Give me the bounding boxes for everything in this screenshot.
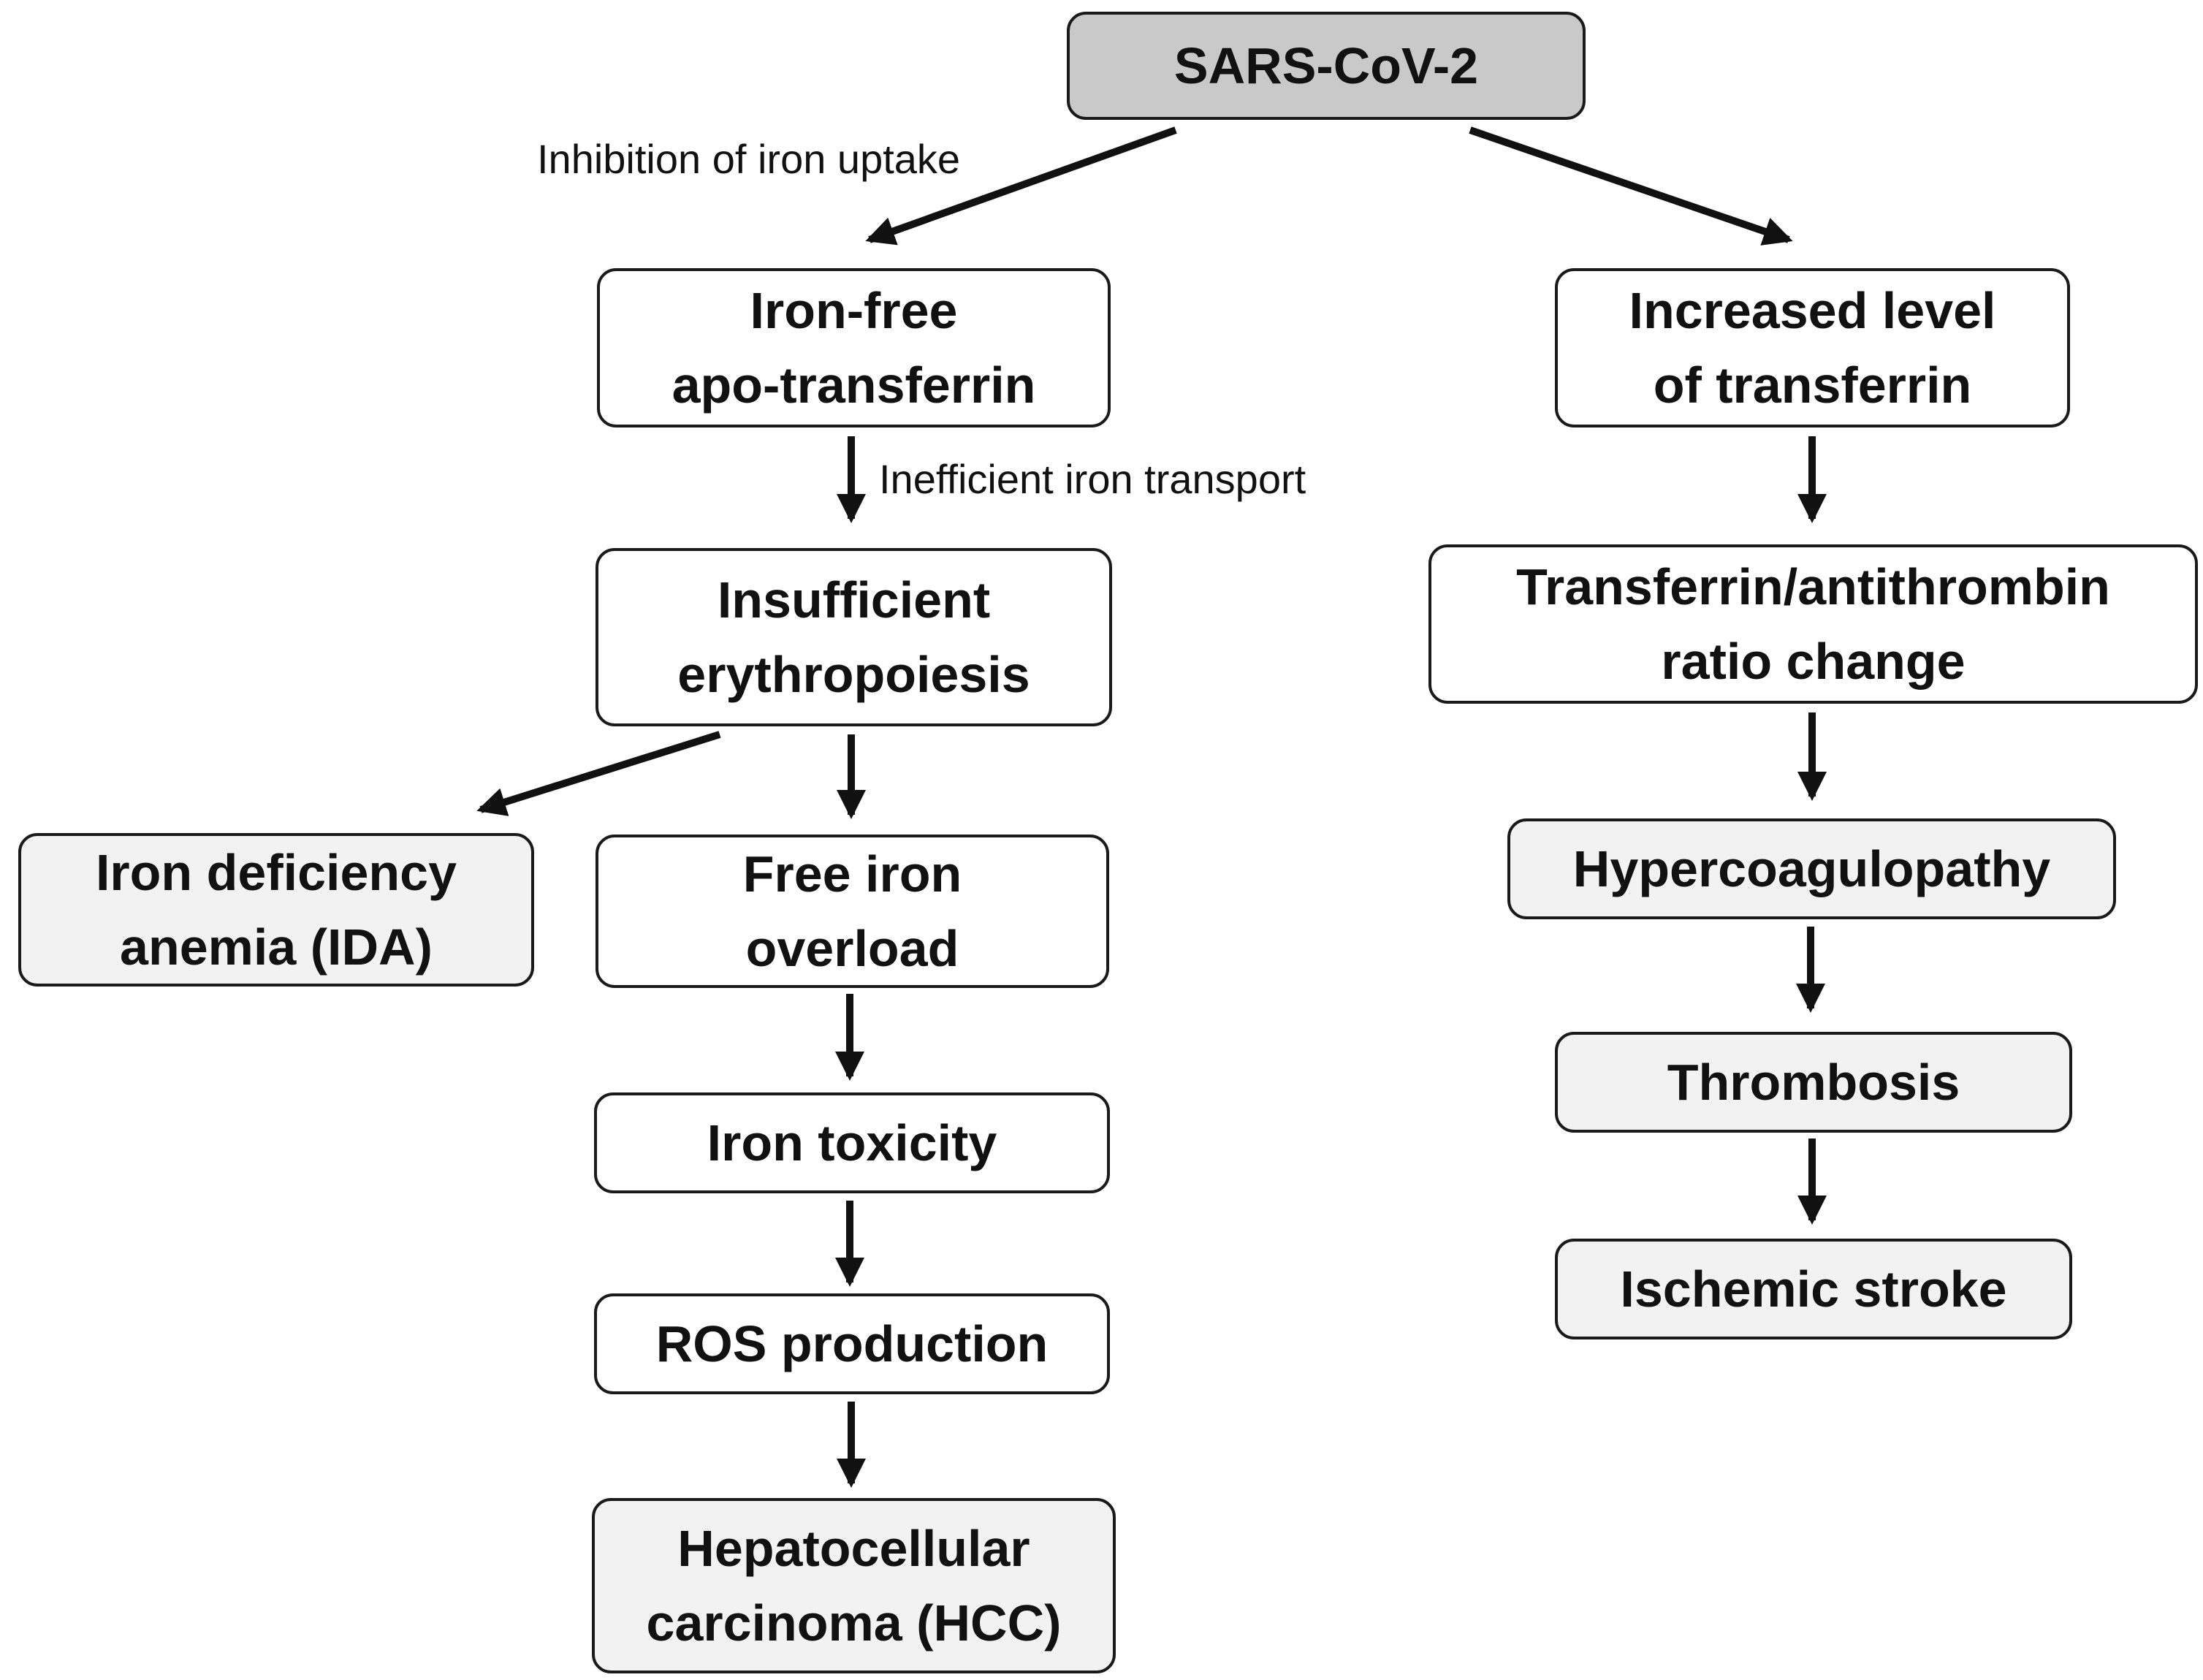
node-insufficient-erythropoiesis: Insufficient erythropoiesis (596, 548, 1112, 726)
node-transferrin-antithrombin-ratio-change: Transferrin/antithrombin ratio change (1428, 544, 2198, 704)
node-ischemic-stroke: Ischemic stroke (1555, 1239, 2072, 1339)
node-hypercoagulopathy: Hypercoagulopathy (1507, 818, 2116, 919)
arrow-erythropoiesis-to-ida (476, 731, 721, 816)
label-inhibition-of-iron-uptake: Inhibition of iron uptake (537, 136, 961, 182)
node-free-iron-overload: Free iron overload (596, 835, 1109, 988)
arrow-sars-to-increased-transferrin (1469, 126, 1793, 246)
node-hepatocellular-carcinoma: Hepatocellular carcinoma (HCC) (592, 1498, 1116, 1673)
node-sars-cov-2: SARS-CoV-2 (1067, 12, 1586, 120)
node-iron-free-apo-transferrin: Iron-free apo-transferrin (597, 268, 1111, 427)
arrow-sars-to-apo-transferrin (865, 126, 1177, 246)
node-increased-level-of-transferrin: Increased level of transferrin (1555, 268, 2070, 427)
label-inefficient-iron-transport: Inefficient iron transport (879, 456, 1306, 502)
node-iron-toxicity: Iron toxicity (594, 1092, 1110, 1193)
node-iron-deficiency-anemia: Iron deficiency anemia (IDA) (18, 833, 534, 987)
node-ros-production: ROS production (594, 1293, 1110, 1394)
node-thrombosis: Thrombosis (1555, 1032, 2072, 1133)
